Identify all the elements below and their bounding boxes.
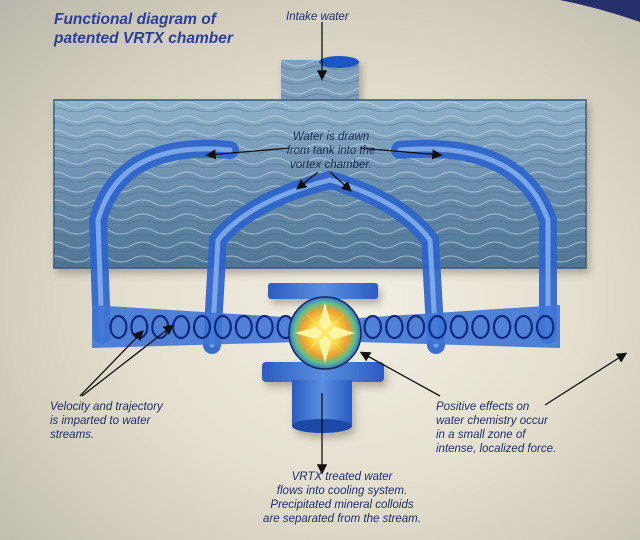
tube-right (358, 305, 560, 348)
swirl-loop (535, 314, 555, 340)
positive-effects-label: Positive effects on water chemistry occu… (436, 400, 556, 456)
diagram-title: Functional diagram of patented VRTX cham… (54, 10, 233, 48)
swirl-loop (385, 314, 404, 340)
positive-label-line-1: Positive effects on (436, 401, 530, 413)
velocity-arrow-1 (79, 330, 144, 397)
tank-arrow-right (359, 147, 443, 160)
treated-label-line-3: Precipitated mineral colloids (270, 499, 414, 511)
swirl-loop (234, 314, 253, 340)
tank-label-line-3: vortex chamber. (289, 159, 373, 171)
intake-pipe (281, 56, 359, 104)
tank-label-line-1: Water is drawn (292, 131, 370, 143)
swirl-loop (428, 314, 447, 340)
intake-label: Intake water (286, 11, 349, 23)
positive-label-line-2: water chemistry occur (436, 415, 548, 427)
swirl-loop (406, 314, 426, 340)
corner-swoosh (560, 0, 640, 22)
velocity-label-line-1: Velocity and trajectory (50, 401, 163, 413)
swirl-loop (492, 314, 512, 340)
tank-label-line-2: from tank into the (286, 145, 376, 157)
swirl-loop (109, 314, 128, 340)
swirl-loop (255, 314, 274, 340)
swirl-loop (213, 314, 232, 340)
swirl-loop (192, 314, 212, 340)
energy-burst (288, 296, 362, 370)
velocity-label-line-2: is imparted to water (50, 415, 151, 427)
velocity-arrow-2 (81, 324, 175, 397)
swirl-loop (449, 314, 469, 340)
callout-arrows (79, 22, 628, 475)
far-right-arrow (544, 352, 628, 406)
title-line-1: Functional diagram of (54, 11, 216, 28)
treated-label-line-1: VRTX treated water (291, 471, 393, 483)
velocity-label: Velocity and trajectory is imparted to w… (50, 400, 163, 442)
tank-arrow-left (205, 147, 291, 160)
title-line-2: patented VRTX chamber (54, 30, 233, 47)
tank-label: Water is drawn from tank into the vortex… (256, 130, 406, 172)
swirl-loop (471, 314, 490, 340)
positive-arrow (359, 351, 441, 397)
tube-left (92, 305, 300, 348)
tank-arrow-left-low (295, 171, 319, 190)
treated-label-line-4: are separated from the stream. (263, 513, 421, 525)
treated-water-label: VRTX treated water flows into cooling sy… (252, 470, 432, 526)
swirl-loop (363, 314, 383, 340)
positive-label-line-4: intense, localized force. (436, 443, 557, 455)
treated-label-line-2: flows into cooling system. (276, 485, 408, 497)
velocity-label-line-3: streams. (50, 429, 95, 441)
tank-arrow-right-low (329, 171, 352, 192)
positive-label-line-3: in a small zone of (436, 429, 526, 441)
swirl-loop (514, 314, 533, 340)
